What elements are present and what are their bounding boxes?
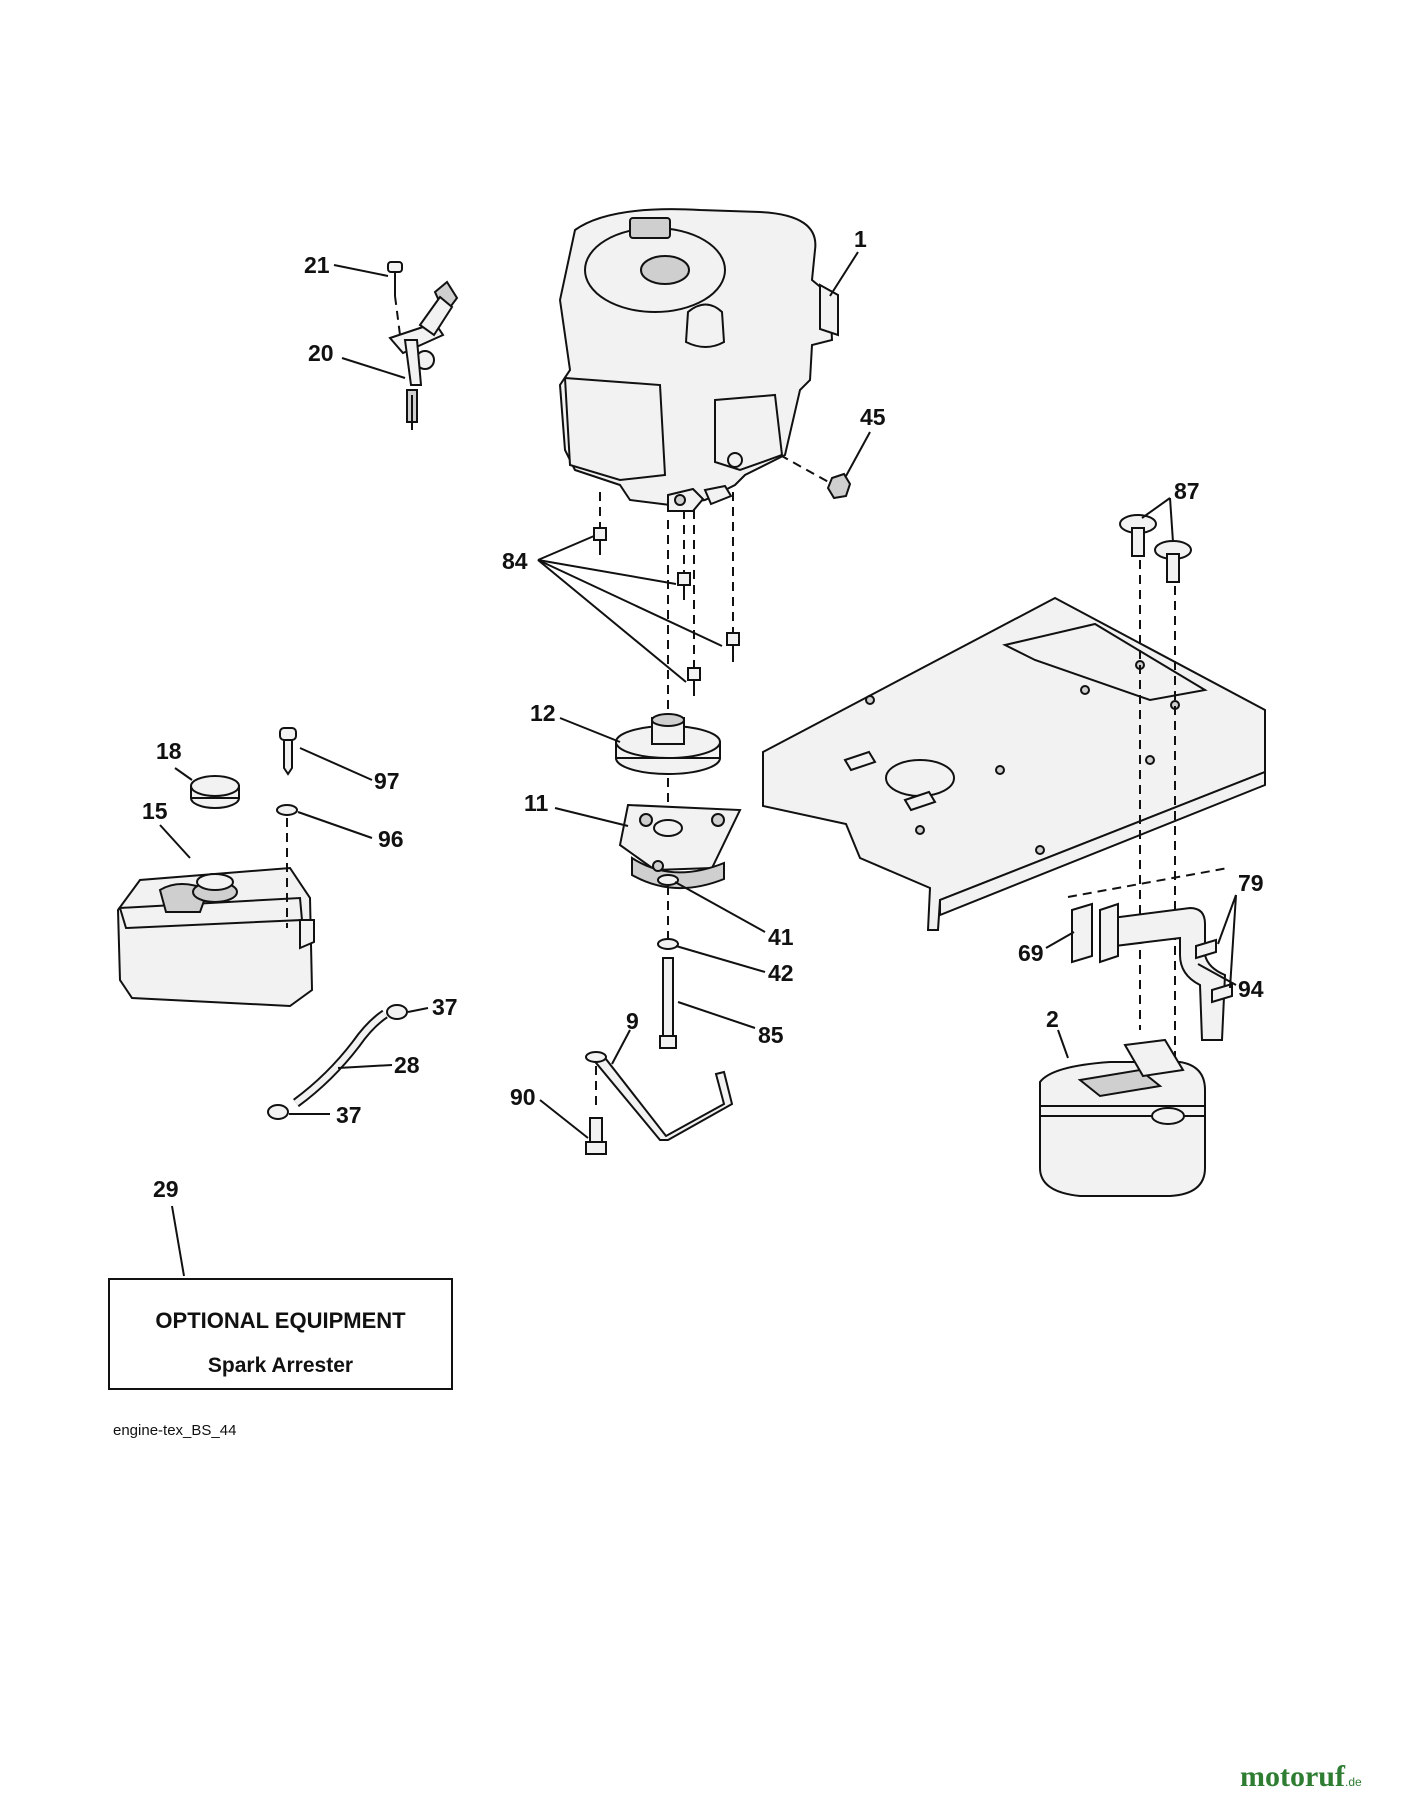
exhaust-pipe-part: [1099, 902, 1227, 1041]
gasket-69-part: [1071, 902, 1093, 964]
leader-line: [537, 535, 595, 561]
assembly-line: [394, 295, 401, 336]
leader-line: [1217, 894, 1237, 945]
callout-9: 9: [626, 1008, 639, 1034]
leader-line: [1141, 497, 1171, 519]
leader-line: [611, 1029, 631, 1065]
leader-line: [554, 807, 629, 827]
clutch-11-part: [618, 803, 742, 889]
callout-11: 11: [524, 790, 549, 816]
callout-29: 29: [153, 1176, 179, 1202]
pulley-12-part: [615, 713, 721, 775]
leader-line: [537, 559, 677, 585]
fuel-cap-part: [190, 775, 240, 809]
leader-line: [845, 431, 871, 477]
callout-12: 12: [530, 700, 556, 726]
leader-line: [341, 357, 406, 379]
watermark-tld: .de: [1344, 1775, 1362, 1789]
callout-84: 84: [502, 548, 528, 574]
leader-line: [539, 1099, 589, 1139]
leader-line: [829, 251, 859, 297]
callout-79: 79: [1238, 870, 1264, 896]
callout-87: 87: [1174, 478, 1200, 504]
screw-21-part: [387, 261, 403, 296]
leader-line: [297, 811, 373, 839]
leader-line: [674, 881, 766, 933]
bolt-85-part: [659, 957, 677, 1049]
fuel-tank-part: [116, 866, 315, 1008]
callout-28: 28: [394, 1052, 420, 1078]
leader-line: [1169, 497, 1174, 543]
callout-2: 2: [1046, 1006, 1059, 1032]
leader-line: [1045, 931, 1075, 949]
optional-equipment-box: OPTIONAL EQUIPMENT Spark Arrester: [108, 1278, 453, 1390]
hose-clamp-part: [267, 1004, 408, 1120]
callout-69: 69: [1018, 940, 1044, 966]
callout-42: 42: [768, 960, 794, 986]
callout-41: 41: [768, 924, 794, 950]
washer-41-part: [657, 874, 679, 886]
assembly-line: [779, 454, 833, 485]
callout-85: 85: [758, 1022, 784, 1048]
callout-18: 18: [156, 738, 182, 764]
leader-line: [333, 264, 389, 277]
callout-94: 94: [1238, 976, 1264, 1002]
assembly-line: [1067, 867, 1229, 898]
callout-15: 15: [142, 798, 168, 824]
leader-line: [537, 559, 687, 683]
optional-equipment-subtitle: Spark Arrester: [207, 1354, 354, 1377]
bolt-84-set: [593, 527, 740, 696]
leader-line: [407, 1007, 429, 1013]
bolt-45-part: [826, 472, 852, 500]
bracket-9-part: [585, 1051, 734, 1141]
leader-line: [1229, 894, 1237, 989]
washer-42-part: [657, 938, 679, 950]
callout-45: 45: [860, 404, 886, 430]
exhaust-bolt-79-part: [1195, 938, 1233, 1004]
callout-37-top: 37: [432, 994, 458, 1020]
leader-line: [559, 717, 621, 743]
callout-97: 97: [374, 768, 400, 794]
callout-1: 1: [854, 226, 867, 252]
leader-line: [159, 824, 191, 859]
screw-97-part: [279, 727, 297, 776]
bolt-90-part: [585, 1117, 607, 1155]
engine-part: [558, 208, 839, 512]
fuel-line-part: [293, 1009, 388, 1108]
leader-line: [675, 945, 766, 973]
washer-96-part: [276, 804, 298, 816]
leader-line: [174, 767, 193, 781]
watermark-name: motoruf: [1240, 1760, 1345, 1793]
callout-21: 21: [304, 252, 330, 278]
callout-90: 90: [510, 1084, 536, 1110]
leader-line: [677, 1001, 756, 1029]
leader-line: [1057, 1029, 1069, 1059]
callout-37-bottom: 37: [336, 1102, 362, 1128]
diagram-code: engine-tex_BS_44: [113, 1422, 237, 1439]
optional-equipment-title: OPTIONAL EQUIPMENT: [155, 1308, 406, 1333]
callout-20: 20: [308, 340, 334, 366]
watermark-logo: motoruf.de: [1240, 1760, 1362, 1794]
muffler-part: [1039, 1038, 1206, 1197]
leader-line: [337, 1064, 393, 1069]
leader-line: [537, 559, 723, 647]
leader-line: [299, 747, 373, 781]
throttle-control-part: [388, 280, 459, 430]
callout-96: 96: [378, 826, 404, 852]
